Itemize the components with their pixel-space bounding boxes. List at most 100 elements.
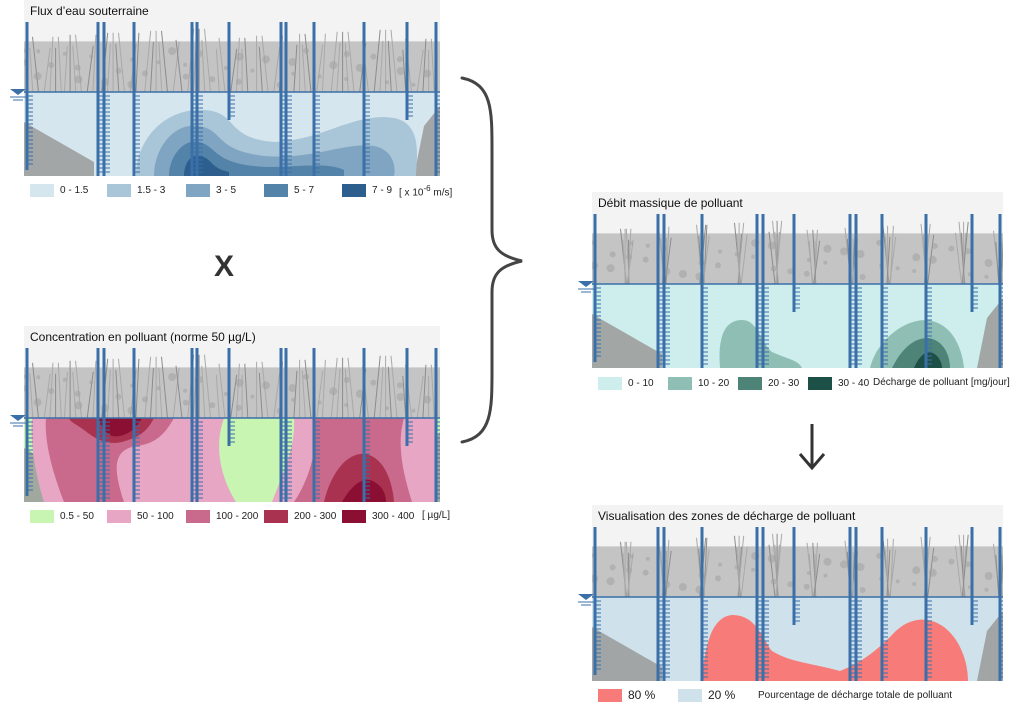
legend-item: 80 % [598,688,655,702]
legend-swatch [186,510,210,523]
legend-zones: 80 % 20 % Pourcentage de décharge totale… [598,688,1018,703]
legend-item: 100 - 200 [186,510,258,523]
panel-title: Flux d’eau souterraine [30,4,149,18]
multiply-operator: X [214,250,235,283]
combine-brace [460,76,523,444]
grass-band [592,220,1003,285]
legend-swatch [30,184,54,197]
panel-title: Débit massique de polluant [598,196,743,210]
legend-item: 200 - 300 [264,510,336,523]
monitoring-well [102,348,110,502]
gravel-right [977,298,1003,368]
flux-zone-4 [184,155,229,176]
legend-swatch [598,377,622,390]
panel-pollutant-concentration: Concentration en polluant (norme 50 µg/L… [24,326,440,502]
panel-title: Concentration en polluant (norme 50 µg/L… [30,330,256,344]
legend-item: 7 - 9 [342,184,392,197]
monitoring-well [700,214,708,368]
gravel-left [592,314,662,368]
legend-item: 20 % [678,688,735,702]
legend-swatch [808,377,832,390]
monitoring-well [195,348,203,502]
monitoring-well [854,527,862,681]
legend-swatch [738,377,762,390]
monitoring-well [362,348,370,502]
legend-swatch [678,688,702,702]
monitoring-well [924,214,932,368]
legend-item: 5 - 7 [264,184,314,197]
water-level-icon [578,594,594,606]
monitoring-well [924,527,932,681]
pollutant-concentration-section [24,326,440,502]
monitoring-well [792,527,800,625]
monitoring-well [227,348,235,446]
monitoring-well [227,22,235,120]
legend-swatch [342,510,366,523]
legend-item: 30 - 40 [808,377,869,390]
legend-swatch [668,377,692,390]
legend-swatch [186,184,210,197]
discharge-zones-section [592,505,1003,681]
legend-debit: 0 - 10 10 - 20 20 - 30 30 - 40 Décharge … [598,377,1018,393]
panel-title: Visualisation des zones de décharge de p… [598,509,856,523]
monitoring-well [405,22,413,120]
panel-pollutant-mass-flow: Débit massique de polluant [592,192,1003,368]
panel-groundwater-flux: Flux d’eau souterraine [24,0,440,176]
legend-swatch [107,184,131,197]
conc-zone-100-200-left [45,418,174,502]
gravel-left [592,627,662,681]
monitoring-well [761,214,769,368]
monitoring-well [970,214,978,312]
gravel-right [414,106,440,176]
monitoring-well [284,348,292,502]
gravel-left [24,122,94,176]
monitoring-well [25,22,33,170]
monitoring-well [662,214,670,368]
monitoring-well [880,527,888,681]
legend-unit: Décharge de polluant [mg/jour] [873,377,1010,388]
water-level-icon [10,89,26,101]
monitoring-well [405,348,413,446]
pollutant-mass-flow-section [592,192,1003,368]
monitoring-well [312,22,320,176]
legend-concentration: 0.5 - 50 50 - 100 100 - 200 200 - 300 30… [30,510,470,526]
monitoring-well [132,348,140,502]
legend-swatch [264,184,288,197]
conc-zone-300-400-left [99,418,142,437]
legend-swatch [264,510,288,523]
legend-flux: 0 - 1.5 1.5 - 3 3 - 5 5 - 7 7 - 9 [ x 10… [30,184,470,200]
monitoring-well [434,22,440,176]
legend-item: 50 - 100 [107,510,174,523]
groundwater-flux-section [24,0,440,176]
monitoring-well [593,214,601,362]
gravel-right [977,611,1003,681]
monitoring-well [761,527,769,681]
legend-item: 3 - 5 [186,184,236,197]
monitoring-well [998,527,1003,681]
legend-item: 1.5 - 3 [107,184,165,197]
legend-item: 0.5 - 50 [30,510,94,523]
monitoring-well [195,22,203,176]
water-level-icon [578,281,594,293]
monitoring-well [25,348,33,496]
monitoring-well [284,22,292,176]
legend-swatch [342,184,366,197]
monitoring-well [700,527,708,681]
legend-unit: Pourcentage de décharge totale de pollua… [758,690,953,701]
legend-item: 0 - 10 [598,377,654,390]
legend-swatch [107,510,131,523]
panel-discharge-zones: Visualisation des zones de décharge de p… [592,505,1003,681]
monitoring-well [854,214,862,368]
monitoring-well [662,527,670,681]
legend-unit: [ x 10-6 m/s] [399,184,453,199]
monitoring-well [880,214,888,368]
monitoring-well [792,214,800,312]
monitoring-well [362,22,370,176]
legend-item: 0 - 1.5 [30,184,88,197]
monitoring-well [998,214,1003,368]
down-arrow-icon [798,424,826,471]
legend-item: 20 - 30 [738,377,799,390]
monitoring-well [593,527,601,675]
legend-item: 300 - 400 [342,510,414,523]
legend-swatch [598,688,622,702]
